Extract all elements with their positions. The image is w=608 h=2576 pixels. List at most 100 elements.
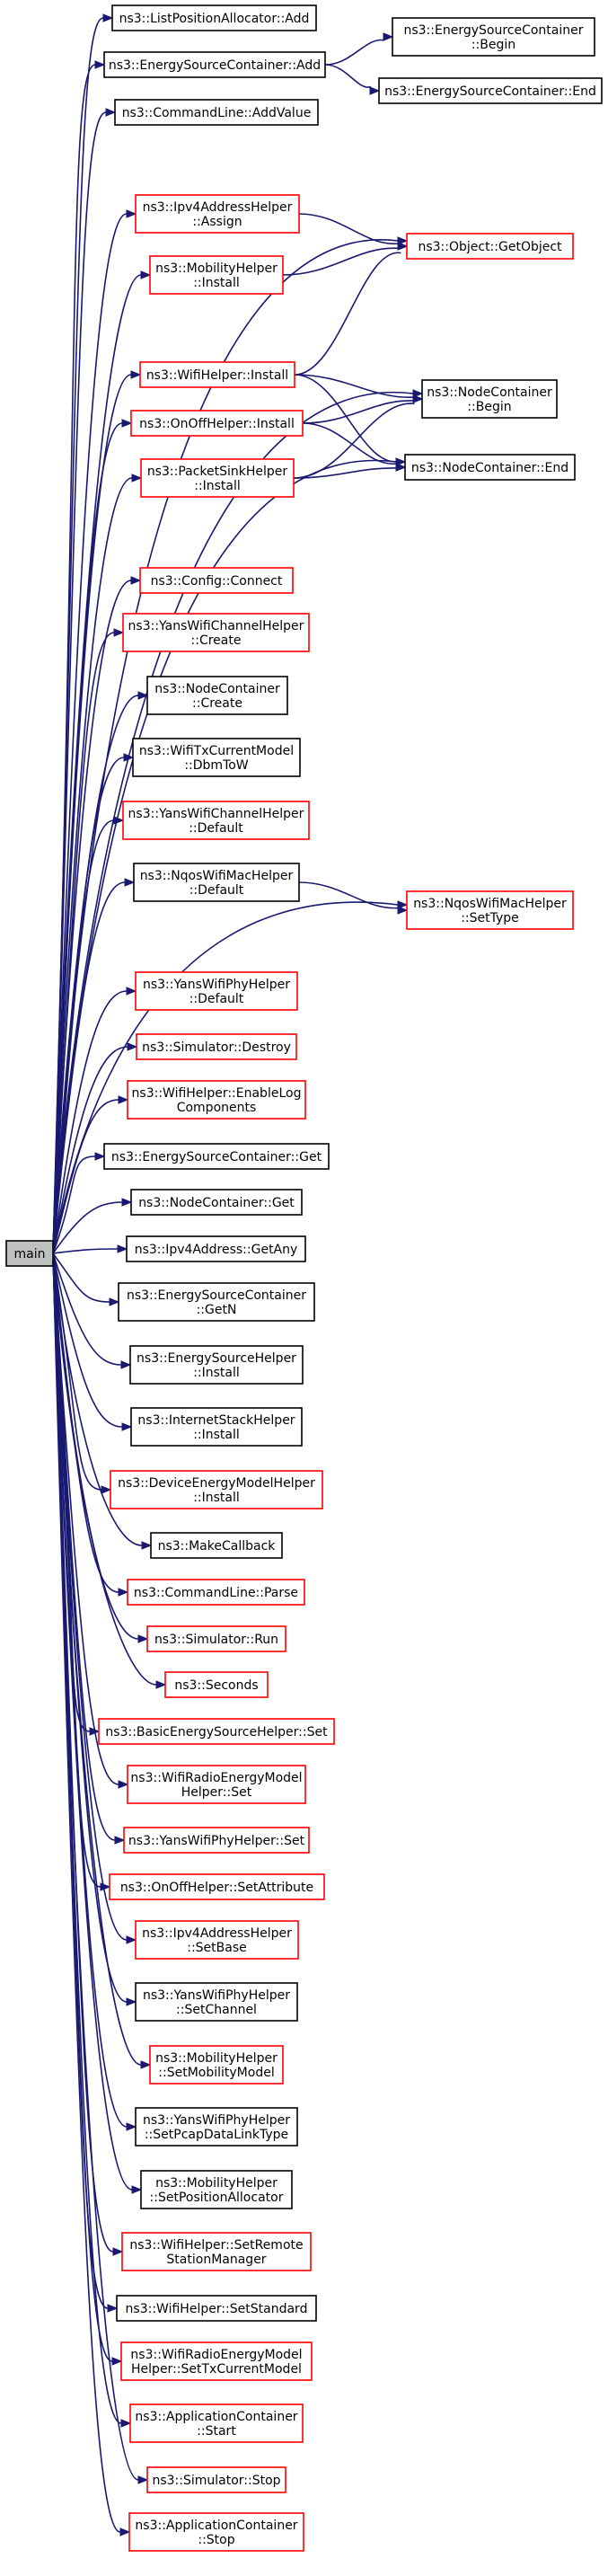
node-n33[interactable]: ns3::Simulator::Run — [146, 1625, 286, 1652]
edge-n12-to-n11 — [302, 422, 407, 472]
node-n46[interactable]: ns3::WifiRadioEnergyModelHelper::SetTxCu… — [120, 2341, 313, 2381]
node-label: ::SetPcapDataLinkType — [145, 2128, 288, 2142]
node-label: Helper::Set — [181, 1785, 252, 1800]
node-label: ns3::ApplicationContainer — [135, 2518, 297, 2533]
node-main[interactable]: main — [5, 1240, 54, 1267]
node-n8[interactable]: ns3::MobilityHelper::Install — [149, 255, 284, 295]
node-n26[interactable]: ns3::Ipv4Address::GetAny — [126, 1235, 306, 1262]
node-label: ns3::NodeContainer::End — [411, 461, 568, 475]
node-n38[interactable]: ns3::OnOffHelper::SetAttribute — [109, 1873, 325, 1900]
node-label: ns3::WifiHelper::SetStandard — [126, 2302, 308, 2316]
node-n9[interactable]: ns3::WifiHelper::Install — [139, 361, 295, 388]
node-n34[interactable]: ns3::Seconds — [164, 1671, 269, 1698]
node-n28[interactable]: ns3::EnergySourceHelper::Install — [129, 1345, 304, 1385]
node-n13[interactable]: ns3::PacketSinkHelper::Install — [140, 458, 295, 498]
node-label: ns3::MobilityHelper — [155, 261, 278, 276]
node-box — [135, 1920, 299, 1960]
edge-main-to-n6 — [52, 209, 137, 1254]
node-n20[interactable]: ns3::NqosWifiMacHelper::SetType — [406, 890, 574, 930]
edge-main-to-n17 — [52, 753, 135, 1254]
node-n37[interactable]: ns3::YansWifiPhyHelper::Set — [123, 1827, 310, 1854]
node-n43[interactable]: ns3::MobilityHelper::SetPositionAllocato… — [140, 2170, 293, 2209]
node-label: ::Create — [191, 633, 242, 648]
node-label: ns3::Simulator::Destroy — [142, 1040, 291, 1055]
node-n41[interactable]: ns3::MobilityHelper::SetMobilityModel — [149, 2045, 284, 2085]
node-box — [130, 1407, 303, 1447]
node-box — [110, 1470, 323, 1509]
node-box — [135, 1982, 298, 2022]
node-label: ns3::InternetStackHelper — [137, 1413, 295, 1428]
node-box — [150, 1532, 283, 1559]
node-n22[interactable]: ns3::Simulator::Destroy — [136, 1033, 297, 1060]
node-label: ::Default — [189, 992, 244, 1006]
edge-main-to-n29 — [52, 1253, 133, 1431]
edge-main-to-n12 — [52, 419, 133, 1254]
node-n45[interactable]: ns3::WifiHelper::SetStandard — [116, 2295, 317, 2322]
node-box — [98, 1718, 335, 1745]
node-box — [127, 1579, 305, 1606]
node-n19[interactable]: ns3::NqosWifiMacHelper::Default — [133, 863, 300, 902]
node-label: ns3::EnergySourceContainer — [403, 23, 583, 38]
node-n14[interactable]: ns3::Config::Connect — [139, 567, 294, 594]
node-label: ns3::PacketSinkHelper — [147, 465, 288, 479]
node-label: ns3::EnergySourceHelper — [137, 1351, 296, 1366]
node-n47[interactable]: ns3::ApplicationContainer::Start — [129, 2403, 304, 2443]
node-box — [130, 410, 304, 437]
node-n49[interactable]: ns3::ApplicationContainer::Stop — [128, 2512, 304, 2552]
node-label: ::Install — [193, 1491, 240, 1505]
node-label: ns3::YansWifiChannelHelper — [128, 619, 304, 633]
node-n27[interactable]: ns3::EnergySourceContainer::GetN — [118, 1282, 315, 1322]
edge-main-to-n27 — [52, 1253, 120, 1306]
node-n4[interactable]: ns3::EnergySourceContainer::End — [378, 77, 603, 104]
node-n35[interactable]: ns3::BasicEnergySourceHelper::Set — [98, 1718, 335, 1745]
node-n16[interactable]: ns3::NodeContainer::Create — [146, 676, 288, 715]
node-n39[interactable]: ns3::Ipv4AddressHelper::SetBase — [135, 1920, 299, 1960]
node-label: ns3::CommandLine::AddValue — [122, 106, 312, 120]
node-n15[interactable]: ns3::YansWifiChannelHelper::Create — [122, 613, 310, 652]
node-n25[interactable]: ns3::NodeContainer::Get — [130, 1189, 303, 1216]
node-n5[interactable]: ns3::CommandLine::AddValue — [114, 99, 319, 126]
node-label: ns3::DeviceEnergyModelHelper — [118, 1476, 315, 1491]
node-n6[interactable]: ns3::Ipv4AddressHelper::Assign — [135, 194, 300, 234]
node-n32[interactable]: ns3::CommandLine::Parse — [127, 1579, 305, 1606]
node-n2[interactable]: ns3::EnergySourceContainer::Add — [103, 51, 326, 78]
edge-n2-to-n3 — [324, 32, 394, 66]
node-box — [130, 1189, 303, 1216]
node-n7[interactable]: ns3::Object::GetObject — [406, 233, 574, 260]
node-n40[interactable]: ns3::YansWifiPhyHelper::SetChannel — [135, 1982, 298, 2022]
node-label: ::SetType — [461, 911, 519, 925]
node-n12[interactable]: ns3::OnOffHelper::Install — [130, 410, 304, 437]
node-label: ns3::WifiRadioEnergyModel — [130, 1771, 302, 1785]
node-n31[interactable]: ns3::MakeCallback — [150, 1532, 283, 1559]
node-label: ns3::NodeContainer — [427, 385, 552, 400]
node-n1[interactable]: ns3::ListPositionAllocator::Add — [111, 4, 317, 31]
edge-main-to-n21 — [52, 987, 137, 1254]
edge-main-to-n8 — [52, 270, 152, 1254]
node-n24[interactable]: ns3::EnergySourceContainer::Get — [103, 1143, 330, 1170]
node-n17[interactable]: ns3::WifiTxCurrentModel::DbmToW — [132, 738, 301, 777]
node-box — [127, 1080, 306, 1120]
node-box — [406, 233, 574, 260]
node-box — [128, 2512, 304, 2552]
node-label: ::Install — [193, 276, 240, 290]
node-box — [404, 454, 576, 481]
node-n29[interactable]: ns3::InternetStackHelper::Install — [130, 1407, 303, 1447]
node-n30[interactable]: ns3::DeviceEnergyModelHelper::Install — [110, 1470, 323, 1509]
node-n10[interactable]: ns3::NodeContainer::Begin — [421, 379, 558, 419]
edge-main-to-n44 — [52, 1253, 124, 2256]
node-n21[interactable]: ns3::YansWifiPhyHelper::Default — [135, 971, 298, 1011]
node-n42[interactable]: ns3::YansWifiPhyHelper::SetPcapDataLinkT… — [135, 2107, 298, 2147]
node-n18[interactable]: ns3::YansWifiChannelHelper::Default — [122, 801, 310, 840]
node-label: ns3::MobilityHelper — [155, 2051, 278, 2066]
call-nodes: mainns3::ListPositionAllocator::Addns3::… — [5, 4, 603, 2552]
node-n48[interactable]: ns3::Simulator::Stop — [146, 2466, 286, 2493]
edge-main-to-n31 — [52, 1253, 153, 1550]
edge-main-to-n48 — [52, 1253, 149, 2484]
node-n3[interactable]: ns3::EnergySourceContainer::Begin — [392, 17, 595, 57]
node-n11[interactable]: ns3::NodeContainer::End — [404, 454, 576, 481]
node-label: ::Install — [193, 1366, 240, 1380]
